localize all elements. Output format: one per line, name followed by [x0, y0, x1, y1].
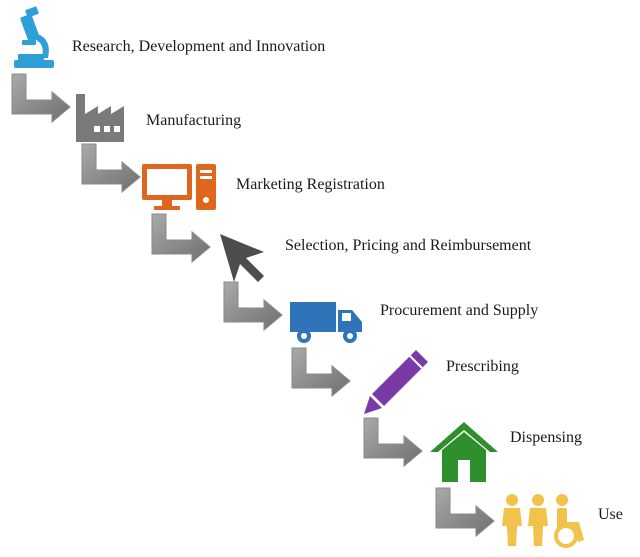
microscope-icon [8, 6, 58, 74]
step-label-dispensing: Dispensing [510, 429, 582, 446]
people-icon [500, 492, 594, 548]
step-label-marketing-registration: Marketing Registration [236, 176, 385, 193]
step-label-use: Use [598, 506, 623, 523]
connector-arrow [11, 73, 71, 124]
pen-icon [358, 346, 434, 418]
step-label-manufacturing: Manufacturing [146, 112, 242, 129]
connector-arrow [81, 143, 141, 194]
house-icon [428, 420, 500, 484]
computer-icon [140, 162, 220, 214]
factory-icon [72, 92, 134, 144]
step-label-selection-pricing: Selection, Pricing and Reimbursement [285, 237, 532, 254]
connector-arrow [151, 213, 211, 264]
cursor-icon [216, 230, 272, 286]
step-label-research: Research, Development and Innovation [72, 38, 326, 55]
truck-icon [288, 298, 364, 346]
step-label-procurement: Procurement and Supply [380, 302, 539, 319]
connector-arrow [363, 417, 423, 468]
step-label-prescribing: Prescribing [446, 358, 519, 375]
connector-arrow [435, 487, 495, 538]
connector-arrow [291, 347, 351, 398]
connector-arrow [223, 281, 283, 332]
